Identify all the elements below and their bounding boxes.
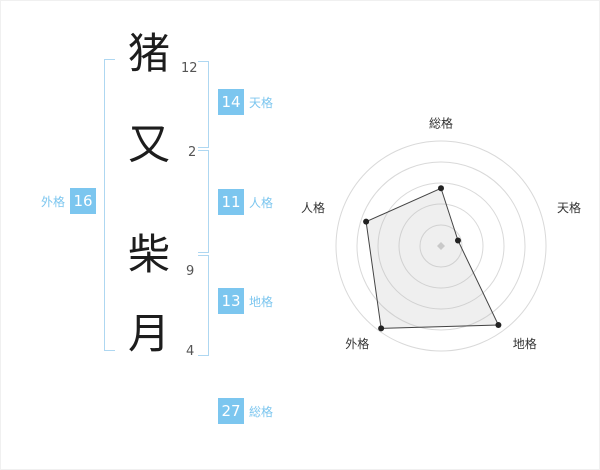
radar-ring <box>419 224 463 268</box>
name-char-3: 柴 <box>128 230 171 279</box>
radar-ring <box>335 140 547 352</box>
chikaku-value-badge: 13 <box>218 288 244 314</box>
radar-point <box>495 322 502 329</box>
gaikaku-group: 外格 16 <box>41 188 97 214</box>
stroke-count-3: 9 <box>186 264 195 279</box>
chikaku-group: 13 地格 <box>218 288 273 314</box>
chikaku-label: 地格 <box>249 294 274 309</box>
radar-point <box>438 185 444 192</box>
stroke-count-2: 2 <box>188 145 197 160</box>
radar-axis-label: 外格 <box>345 336 369 351</box>
radar-point <box>454 237 461 244</box>
radar-axis-label: 総格 <box>429 116 453 131</box>
radar-point <box>363 218 370 225</box>
soukaku-group: 27 総格 <box>218 398 273 424</box>
soukaku-label: 総格 <box>249 404 274 419</box>
radar-ring <box>377 182 505 310</box>
radar-point <box>378 325 385 332</box>
radar-polygon <box>365 187 500 329</box>
stroke-count-1: 12 <box>181 61 198 76</box>
soukaku-value-badge: 27 <box>218 398 244 424</box>
radar-axis-label: 人格 <box>301 200 325 215</box>
radar-axis-label: 地格 <box>513 336 537 351</box>
radar-ring <box>398 203 484 289</box>
name-char-2: 又 <box>128 120 171 169</box>
gaikaku-label: 外格 <box>41 194 66 209</box>
name-char-4: 月 <box>128 309 171 358</box>
tenkaku-label: 天格 <box>249 95 274 110</box>
radar-axis-label: 天格 <box>557 200 581 215</box>
jinkaku-group: 11 人格 <box>218 189 273 215</box>
gaikaku-value-badge: 16 <box>70 188 97 214</box>
chikaku-bracket <box>198 255 209 356</box>
jinkaku-value-badge: 11 <box>218 189 244 215</box>
jinkaku-label: 人格 <box>249 195 274 210</box>
tenkaku-bracket <box>198 61 209 148</box>
radar-ring <box>356 161 526 331</box>
tenkaku-value-badge: 14 <box>218 89 244 115</box>
jinkaku-bracket <box>198 150 209 253</box>
radar-center-marker <box>437 242 445 250</box>
gaikaku-bracket <box>104 59 115 351</box>
tenkaku-group: 14 天格 <box>218 89 273 115</box>
stroke-count-4: 4 <box>186 344 195 359</box>
name-char-1: 猪 <box>128 29 171 78</box>
